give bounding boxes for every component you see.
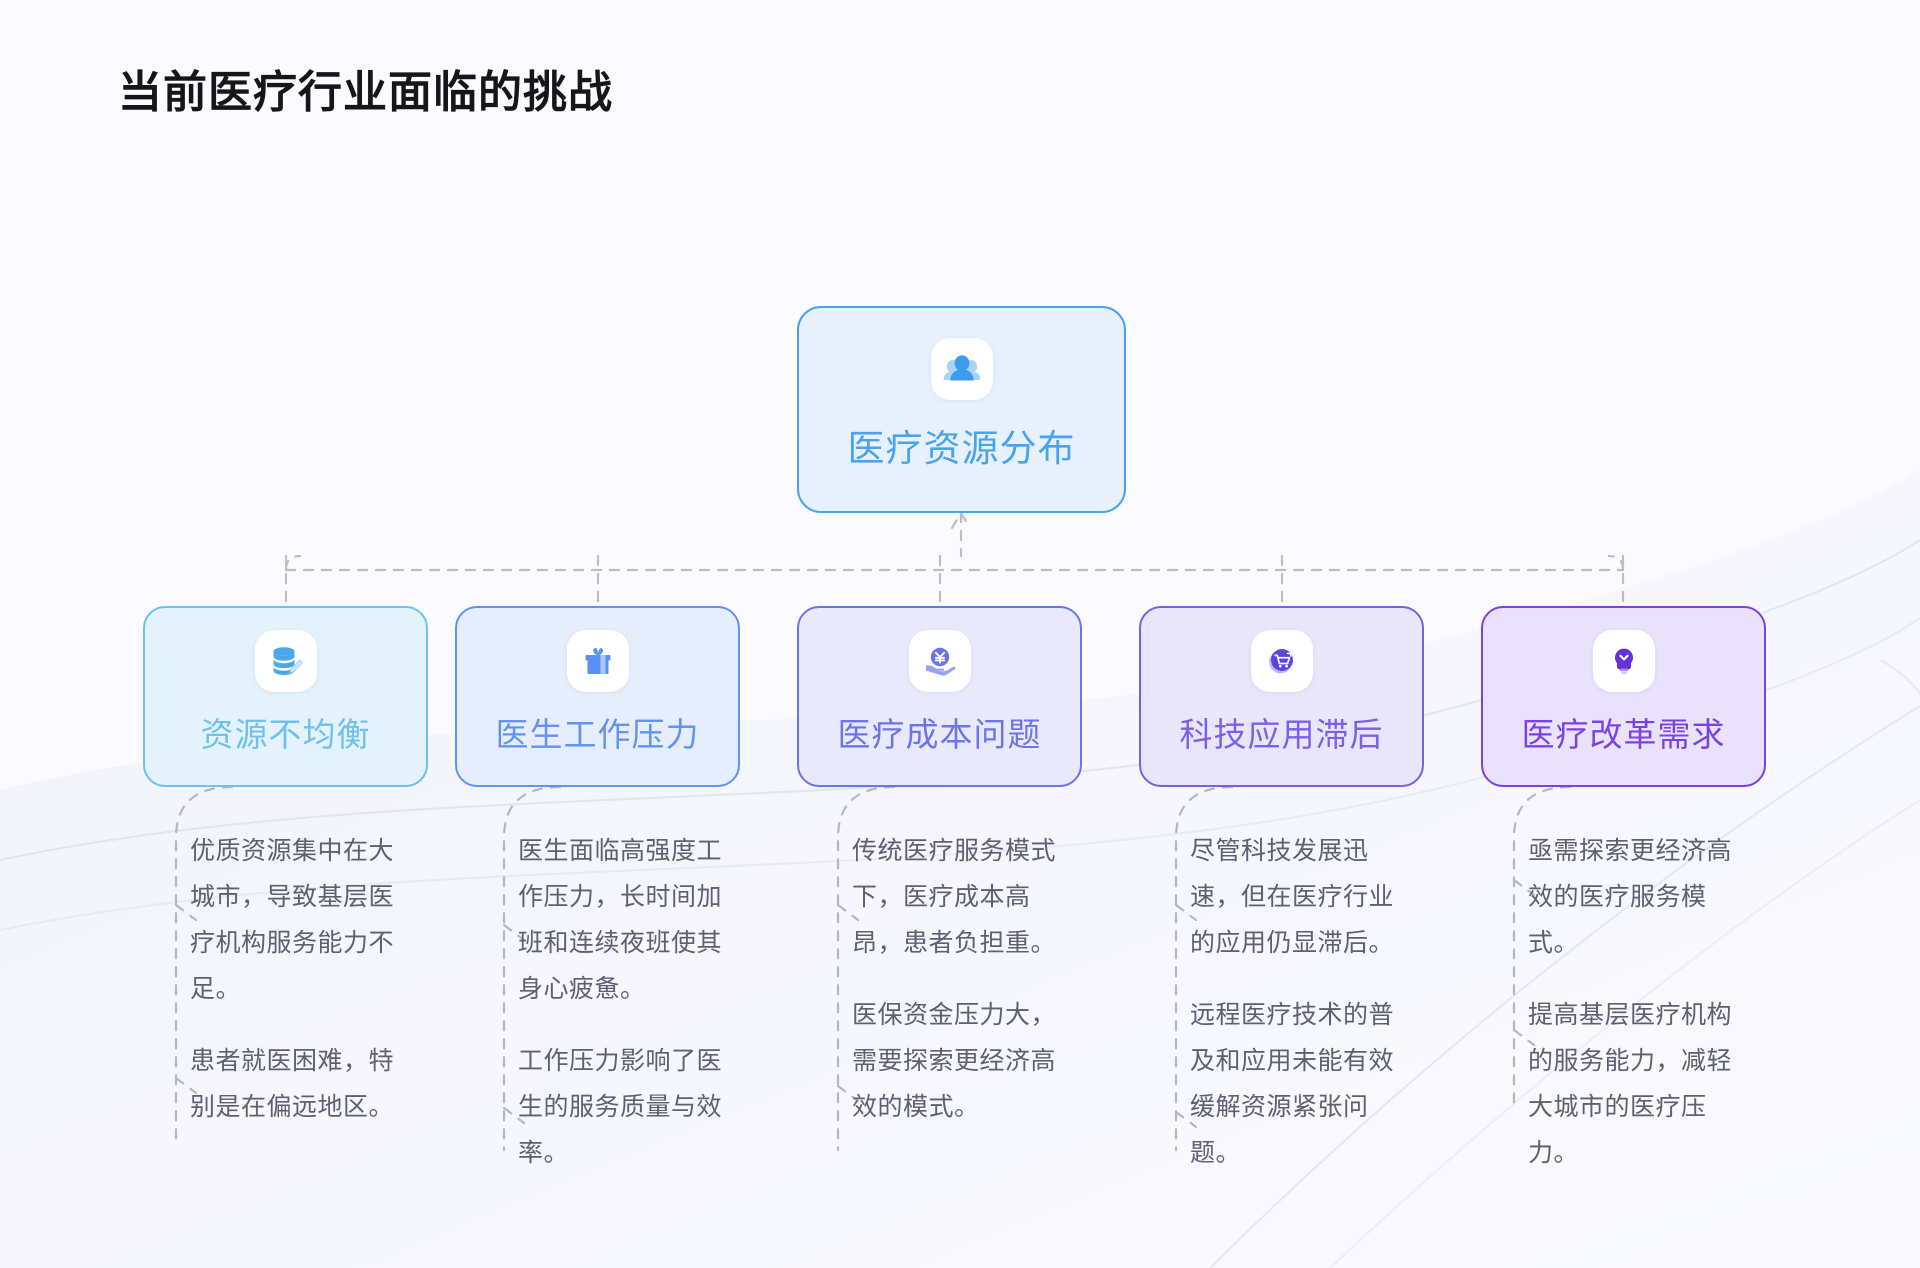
database-edit-icon [254, 630, 317, 692]
detail-paragraph: 亟需探索更经济高效的医疗服务模式。 [1528, 837, 1733, 957]
detail-paragraph: 尽管科技发展迅速，但在医疗行业的应用仍显滞后。 [1190, 837, 1395, 957]
mindmap-root-node[interactable]: 医疗资源分布 [797, 306, 1126, 513]
detail-paragraph: 传统医疗服务模式下，医疗成本高昂，患者负担重。 [852, 837, 1057, 957]
users-icon [930, 338, 993, 400]
detail-paragraph: 工作压力影响了医生的服务质量与效率。 [518, 1047, 723, 1167]
mindmap-child-node-4[interactable]: 科技应用滞后 [1139, 606, 1424, 787]
mindmap-child-node-3[interactable]: 医疗成本问题 [797, 606, 1082, 787]
detail-paragraph: 优质资源集中在大城市，导致基层医疗机构服务能力不足。 [190, 837, 395, 1003]
detail-column-3: 传统医疗服务模式下，医疗成本高昂，患者负担重。 医保资金压力大，需要探索更经济高… [852, 828, 1070, 1156]
detail-column-1: 优质资源集中在大城市，导致基层医疗机构服务能力不足。 患者就医困难，特别是在偏远… [190, 828, 408, 1156]
gift-box-icon [566, 630, 629, 692]
child-node-3-label: 医疗成本问题 [837, 716, 1042, 753]
detail-paragraph: 患者就医困难，特别是在偏远地区。 [190, 1047, 395, 1121]
detail-paragraph: 医保资金压力大，需要探索更经济高效的模式。 [852, 1001, 1057, 1121]
child-node-1-label: 资源不均衡 [200, 716, 371, 753]
page-title: 当前医疗行业面临的挑战 [118, 68, 613, 117]
shopping-cart-icon [1250, 630, 1313, 692]
mindmap-child-node-5[interactable]: 医疗改革需求 [1481, 606, 1766, 787]
lightbulb-icon [1592, 630, 1655, 692]
mindmap-child-node-2[interactable]: 医生工作压力 [455, 606, 740, 787]
detail-column-5: 亟需探索更经济高效的医疗服务模式。 提高基层医疗机构的服务能力，减轻大城市的医疗… [1528, 828, 1746, 1202]
detail-column-2: 医生面临高强度工作压力，长时间加班和连续夜班使其身心疲惫。 工作压力影响了医生的… [518, 828, 736, 1202]
child-node-5-label: 医疗改革需求 [1521, 716, 1726, 753]
detail-paragraph: 医生面临高强度工作压力，长时间加班和连续夜班使其身心疲惫。 [518, 837, 723, 1003]
hand-holding-yuan-icon [908, 630, 971, 692]
mindmap-child-node-1[interactable]: 资源不均衡 [143, 606, 428, 787]
detail-paragraph: 远程医疗技术的普及和应用未能有效缓解资源紧张问题。 [1190, 1001, 1395, 1167]
root-node-label: 医疗资源分布 [847, 428, 1076, 469]
child-node-2-label: 医生工作压力 [495, 716, 700, 753]
child-node-4-label: 科技应用滞后 [1179, 716, 1384, 753]
detail-column-4: 尽管科技发展迅速，但在医疗行业的应用仍显滞后。 远程医疗技术的普及和应用未能有效… [1190, 828, 1408, 1202]
detail-paragraph: 提高基层医疗机构的服务能力，减轻大城市的医疗压力。 [1528, 1001, 1733, 1167]
